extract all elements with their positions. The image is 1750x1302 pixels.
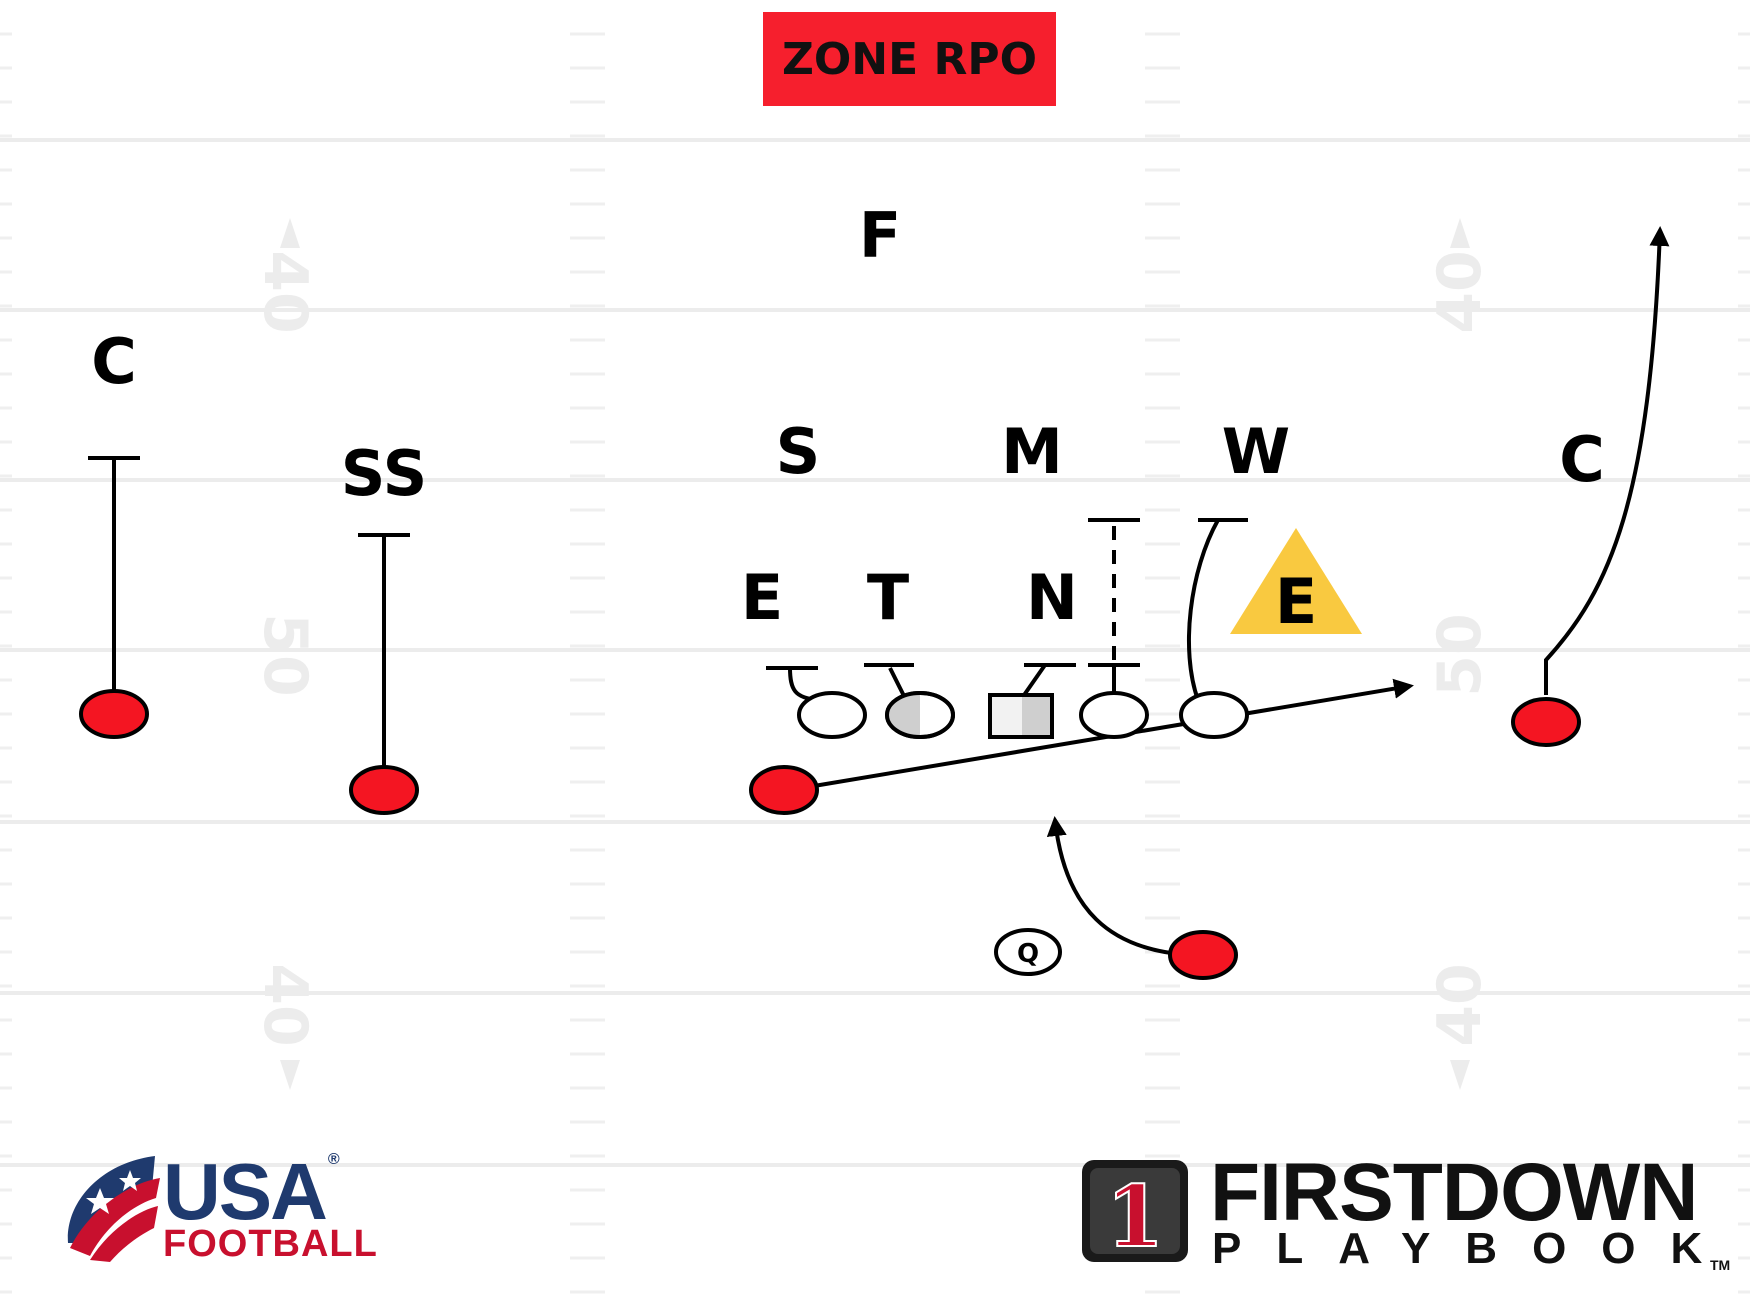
defender-corner-right: C: [1559, 423, 1605, 496]
read-defender-triangle: [1230, 528, 1362, 634]
defender-corner-left: C: [91, 325, 137, 398]
registered-mark: ®: [327, 1151, 340, 1168]
playbook-wordmark: PLAYBOOK: [1212, 1224, 1738, 1273]
receiver-right: [1511, 697, 1581, 747]
receiver-slot-left: [349, 765, 419, 815]
block-rt: [1186, 519, 1220, 701]
badge-inner: [1090, 1168, 1180, 1254]
defender-strong-safety: SS: [340, 437, 428, 510]
offensive-line: [797, 691, 1249, 739]
yard-number: 40: [250, 963, 320, 1047]
center-outline: [988, 693, 1054, 739]
direction-arrow: [280, 1060, 300, 1090]
direction-arrow: [280, 218, 300, 248]
emblem-stripe: [70, 1178, 160, 1256]
left-tackle: [797, 691, 867, 739]
defender-mike: M: [1001, 415, 1063, 488]
running-back: [749, 765, 819, 815]
star-icon: [86, 1188, 114, 1214]
badge-number: 1: [1106, 1167, 1164, 1264]
left-guard-shade: [887, 693, 920, 737]
football-emblem-icon: [67, 1156, 160, 1262]
yard-lines: [0, 138, 1750, 1167]
defender-end-right-read: E: [1274, 565, 1318, 638]
block-c: [1020, 663, 1047, 700]
route-receiver-right: [1544, 226, 1670, 695]
firstdown-wordmark: FIRSTDOWN: [1210, 1147, 1698, 1238]
right-guard: [1079, 691, 1149, 739]
yard-number: 40: [1425, 963, 1495, 1047]
defender-tackle: T: [866, 561, 910, 634]
usa-football-logo: [67, 1156, 160, 1262]
yard-number: 50: [1425, 613, 1495, 697]
defender-nose: N: [1026, 561, 1078, 634]
defender-will: W: [1221, 415, 1291, 488]
left-guard-outline: [885, 691, 955, 739]
block-paths: [766, 518, 1248, 702]
yard-number: 40: [1425, 250, 1495, 334]
block-lg: [888, 667, 907, 699]
star-icon: [119, 1170, 141, 1191]
usa-wordmark: USA®: [163, 1151, 340, 1232]
yard-numbers: 40 50 40 40 50 40: [250, 250, 1495, 1047]
usa-wordmark-text: USA: [163, 1147, 328, 1236]
route-qb: [1046, 816, 1191, 957]
right-tackle: [1179, 691, 1249, 739]
receiver-far-left: [79, 689, 149, 739]
center-shade: [1022, 697, 1050, 735]
route-running-back: [789, 678, 1414, 792]
coverage-drops: [88, 456, 410, 770]
play-title-box: ZONE RPO: [763, 12, 1056, 106]
usa-football-subtitle: FOOTBALL: [163, 1223, 378, 1265]
trademark-mark: TM: [1710, 1257, 1731, 1273]
yard-number: 40: [250, 250, 320, 334]
emblem-stripe: [90, 1206, 158, 1262]
skill-players: [79, 689, 1581, 980]
yard-number: 50: [250, 613, 320, 697]
direction-arrow: [1450, 1060, 1470, 1090]
firstdown-badge-icon: 1: [1082, 1160, 1188, 1264]
direction-arrow: [1450, 218, 1470, 248]
defender-end-left: E: [740, 561, 784, 634]
defender-sam: S: [775, 415, 821, 488]
routes: [789, 226, 1670, 957]
yard-direction-arrows: [280, 218, 1470, 1090]
play-title: ZONE RPO: [781, 33, 1038, 85]
defender-free-safety: F: [858, 199, 902, 272]
hash-marks: [0, 32, 1750, 1294]
quarterback-mesh: [1168, 930, 1238, 980]
quarterback-label: Q: [1017, 939, 1039, 969]
quarterback-circle: [994, 928, 1062, 976]
quarterback-marker: Q: [994, 928, 1062, 976]
